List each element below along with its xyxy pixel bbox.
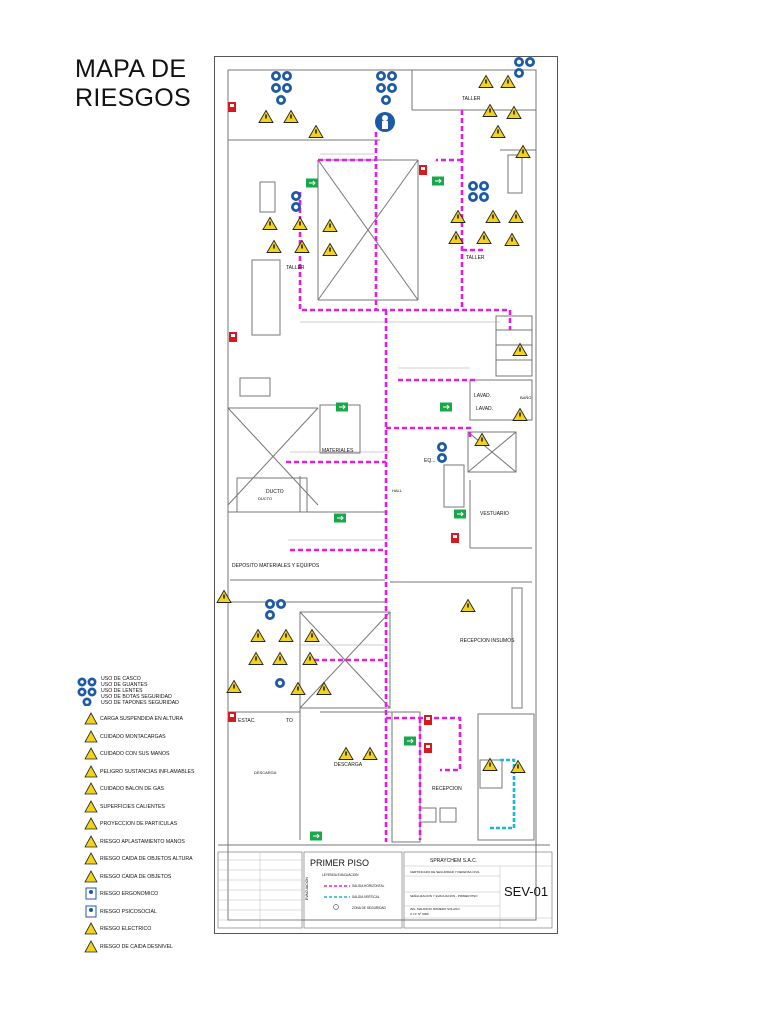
floor-label: PRIMER PISO <box>310 858 369 868</box>
drawing-name: SEÑALIZACION Y EVACUACION - PRIMER PISO <box>410 893 478 898</box>
risk-legend-item: RIESGO PSICOSOCIAL <box>76 905 216 923</box>
gas-cylinder-warning-icon <box>84 782 98 795</box>
subtitle: CERTIFICADO DE SEGURIDAD Y DEFENSA CIVIL <box>410 870 480 874</box>
room-labels: TALLER TALLER TALLER MATERIALES DUCTO DU… <box>232 96 531 792</box>
fire-equipment <box>228 102 459 753</box>
title-line-1: MAPA DE <box>75 55 187 83</box>
walls <box>218 69 550 921</box>
mandatory-sign-large <box>375 112 395 132</box>
company-name: SPRAYCHEM S.A.C. <box>430 858 477 864</box>
room-label: RECEPCION <box>432 786 462 792</box>
room-label: TALLER <box>466 255 485 261</box>
room-label: MATERIALES <box>322 448 354 454</box>
room-label: TO <box>286 718 293 724</box>
ppe-item: USO DE LENTES <box>101 688 143 694</box>
evacuation-routes <box>286 110 512 842</box>
risk-legend-item: SUPERFICIES CALIENTES <box>76 799 216 818</box>
electric-warning-icon <box>84 922 98 935</box>
room-label: TALLER <box>462 96 481 102</box>
legend: USO DE CASCO USO DE GUANTES USO DE LENTE… <box>76 676 216 957</box>
page-title: MAPA DE RIESGOS <box>75 55 191 113</box>
room-label: TALLER <box>286 265 305 271</box>
warning-signs <box>216 75 531 773</box>
risk-legend-item: CARGA SUSPENDIDA EN ALTURA <box>76 712 216 730</box>
room-label: RECEPCION INSUMOS <box>460 638 515 644</box>
ppe-icons <box>77 677 97 706</box>
particles-warning-icon <box>84 817 98 830</box>
route-legend-item: ZONA DE SEGURIDAD <box>352 906 387 910</box>
route-legend-side: EVACUACION <box>305 877 309 900</box>
psychosocial-icon <box>85 905 97 917</box>
ppe-signs <box>265 57 535 688</box>
dimension-lines <box>288 153 500 646</box>
falling-objects-warning-icon <box>84 852 98 865</box>
ergonomic-icon <box>85 887 97 900</box>
room-label: BAÑO <box>520 395 531 400</box>
warning-icon <box>84 747 98 760</box>
risk-legend-item: RIESGO ERGONOMICO <box>76 887 216 905</box>
room-label: ESTAC. <box>238 718 256 724</box>
risk-legend-item: RIESGO APLASTAMIENTO MANOS <box>76 834 216 853</box>
risk-legend-item: RIESGO CAIDA DE OBJETOS <box>76 869 216 888</box>
ppe-item: USO DE GUANTES <box>101 682 148 688</box>
room-label: DESCARGA <box>254 770 277 775</box>
route-legend-item: SALIDA HORIZONTAL <box>352 884 385 888</box>
crush-warning-icon <box>84 834 98 847</box>
risk-legend-item: CUIDADO CON SUS MANOS <box>76 747 216 765</box>
room-label: EQ... <box>424 458 435 464</box>
room-label: DESCARGA <box>334 762 363 768</box>
cip-number: C.I.P. Nº 0000 <box>410 912 429 916</box>
warning-icon <box>84 729 98 742</box>
risk-legend-item: RIESGO DE CAIDA DESNIVEL <box>76 939 216 958</box>
professional: ING. MAURICIO ROMERO SOLANO <box>410 907 460 911</box>
risk-legend-item: RIESGO ELECTRICO <box>76 922 216 940</box>
room-label: HALL <box>392 488 403 493</box>
risk-legend-item: PELIGRO SUSTANCIAS INFLAMABLES <box>76 764 216 783</box>
risk-legend-item: PROYECCION DE PARTICULAS <box>76 817 216 835</box>
route-legend-item: SALIDA VERTICAL <box>352 895 380 899</box>
sheet-code: SEV-01 <box>504 884 548 899</box>
route-legend-header: LEYENDA EVACUACION <box>322 873 359 877</box>
warning-icon <box>84 712 98 725</box>
vertical-exit-route <box>490 758 516 830</box>
falling-objects-warning-icon <box>84 869 98 882</box>
risk-legend-item: CUIDADO BALON DE GAS <box>76 782 216 800</box>
room-label: DUCTO <box>266 489 284 495</box>
ppe-item: USO DE BOTAS SEGURIDAD <box>101 694 172 700</box>
title-block: PRIMER PISO EVACUACION LEYENDA EVACUACIO… <box>217 851 553 929</box>
flame-warning-icon <box>84 764 98 777</box>
room-label: DEPOSITO MATERIALES Y EQUIPOS <box>232 563 320 569</box>
room-label: LAVAD. <box>474 393 491 399</box>
hot-surface-warning-icon <box>84 799 98 812</box>
exit-signs <box>305 176 467 841</box>
ppe-legend: USO DE CASCO USO DE GUANTES USO DE LENTE… <box>76 676 216 712</box>
fall-warning-icon <box>84 939 98 952</box>
ppe-item: USO DE CASCO <box>101 676 141 682</box>
room-label: LAVAD. <box>476 406 493 412</box>
ppe-item: USO DE TAPONES SEGURIDAD <box>101 700 179 706</box>
risk-legend-item: RIESGO CAIDA DE OBJETOS ALTURA <box>76 852 216 870</box>
room-label: VESTUARIO <box>480 511 509 517</box>
title-line-2: RIESGOS <box>75 84 192 112</box>
risk-legend-item: CUIDADO MONTACARGAS <box>76 729 216 748</box>
room-label: DUCTO <box>258 496 272 501</box>
